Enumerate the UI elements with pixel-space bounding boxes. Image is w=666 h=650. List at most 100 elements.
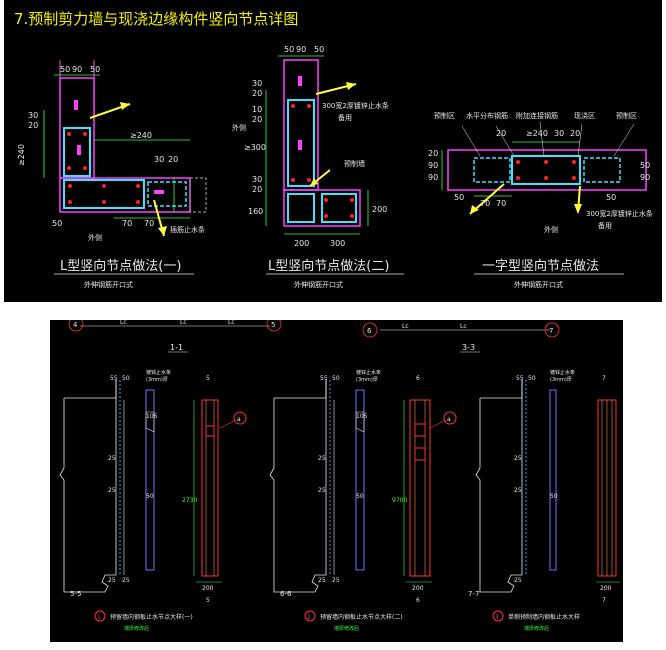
s6-caption-sub: 墙厚修改后 [334, 625, 359, 632]
s6-marker: a [447, 416, 451, 423]
s5-height-dim: 2730 [182, 497, 197, 504]
s6-dim-top-0: 55 [320, 375, 328, 382]
section-6: 55 50 105 50 25 25 25 25 镀锌止水条 (3mm)厚 6 … [269, 369, 457, 632]
caption-i-type: 一字型竖向节点做法 [482, 258, 599, 274]
d3-outer-label: 外侧 [544, 225, 558, 234]
node-detail-panel: 7.预制剪力墙与现浇边缘构件竖向节点详图 [4, 0, 662, 302]
s5-dim-low-1: 25 [108, 577, 116, 584]
d3-dim-side-left-2: 90 [428, 173, 438, 182]
section-7: 55 50 50 25 25 25 镀锌止水条 (3mm)厚 7 7 200 7… [468, 369, 620, 632]
s5-caption: 预留墙内钢板止水节点大样(一) [110, 613, 193, 621]
s6-dim-mid-2: 25 [318, 455, 326, 462]
grid-label-0: Lc [120, 320, 127, 326]
grid-label-3: Lc [402, 323, 409, 330]
d3-dim-top-2: 30 [554, 129, 564, 138]
s6-badge: 2 [307, 614, 311, 621]
d1-outer-label: 外侧 [88, 233, 102, 242]
d3-dim-top-1: ≥240 [526, 129, 548, 138]
sub-caption-l-type-2: 外伸钢筋开口式 [294, 280, 343, 289]
grid-label-1: Lc [180, 320, 187, 326]
s5-caption-sub: 墙厚修改后 [124, 625, 149, 632]
d2-dim-top-2: 50 [314, 45, 324, 54]
head-right: 3-3 [462, 343, 475, 352]
drawing-title: 7.预制剪力墙与现浇边缘构件竖向节点详图 [14, 10, 298, 28]
s7-caption: 单侧预制墙内钢板止水大样 [508, 613, 580, 621]
s5-marker: a [237, 416, 241, 423]
s5-badge: 1 [97, 614, 101, 621]
d2-dim-lower-0: 30 [252, 175, 262, 184]
d1-dim-bottom-2: 70 [144, 219, 154, 228]
s7-tag: 7-7 [468, 590, 479, 598]
d1-dim-left-1: 20 [28, 121, 38, 130]
s7-section-no-bottom: 7 [602, 597, 606, 604]
s6-dim-mid-0: 105 [356, 413, 368, 420]
s5-dim-top-1: 50 [122, 375, 130, 382]
sub-caption-i-type: 外伸钢筋开口式 [514, 280, 563, 289]
d3-dim-side-left-0: 20 [428, 149, 438, 158]
d1-dim-top-2: 50 [90, 65, 100, 74]
caption-l-type-1: L型竖向节点做法(一) [60, 258, 181, 274]
section-5: 55 50 105 50 25 25 25 25 镀锌止水条 (3mm)厚 5 … [59, 369, 247, 632]
d1-dim-top-1: 90 [72, 65, 82, 74]
d2-dim-left-lower-1: 20 [252, 115, 262, 124]
d3-label-3: 现浇区 [574, 111, 595, 120]
d2-dim-lower-1: 20 [252, 185, 262, 194]
s5-bar-dim: 200 [202, 585, 214, 592]
s6-dim-low-1: 25 [318, 577, 326, 584]
d3-label-1: 水平分布钢筋 [466, 111, 508, 120]
d1-dim-top-0: 50 [60, 65, 70, 74]
d2-dim-right: 200 [372, 205, 387, 214]
d3-dim-side-right-0: 50 [640, 161, 650, 170]
s5-dim-mid-1: 50 [146, 493, 154, 500]
s7-dim-mid-0: 50 [550, 493, 558, 500]
s7-dim-top-0: 55 [516, 375, 524, 382]
sub-caption-l-type-1: 外伸钢筋开口式 [84, 280, 133, 289]
d1-dim-bottom-0: 50 [52, 219, 62, 228]
d1-dim-mid-1: 30 [154, 155, 164, 164]
d2-dim-lower-2: 160 [248, 207, 263, 216]
d3-dim-bottom-1: 70 [496, 199, 506, 208]
waterstop-drawing: 4 5 6 7 Lc Lc Lc Lc Lc 1-1 3-3 55 50 105… [59, 320, 620, 632]
d2-dim-bottom-0: 200 [294, 239, 309, 248]
s7-dim-low-0: 25 [514, 487, 522, 494]
grid-circle-0: 4 [73, 321, 78, 329]
s5-dim-mid-2: 25 [108, 455, 116, 462]
s6-strip-sub: (3mm)厚 [356, 377, 378, 383]
s5-tag: 5-5 [70, 590, 81, 598]
d3-dim-top-3: 20 [570, 129, 580, 138]
s6-dim-top-1: 50 [332, 375, 340, 382]
s7-dim-top-1: 50 [528, 375, 536, 382]
grid-label-4: Lc [460, 323, 467, 330]
d3-note: 300宽2厚镀锌止水条 [586, 209, 653, 218]
d2-side-label: 预制墙 [344, 159, 365, 168]
s7-badge: 3 [495, 614, 499, 621]
d3-label-4: 预制区 [616, 111, 637, 120]
d1-dim-bottom-1: 70 [122, 219, 132, 228]
d3-dim-side-right-1: 90 [640, 173, 650, 182]
d2-dim-bottom-1: 300 [330, 239, 345, 248]
s5-dim-low-0: 25 [108, 487, 116, 494]
s5-section-no-bottom: 5 [206, 597, 210, 604]
grid-circle-1: 5 [271, 321, 275, 329]
d3-dim-bottom-0: 70 [480, 199, 490, 208]
d3-dim-top-0: 20 [496, 129, 506, 138]
s6-bar-dim: 200 [412, 585, 424, 592]
d3-dim-left-low: 50 [454, 193, 464, 202]
d3-label-2: 附加连接钢筋 [516, 111, 558, 120]
s5-dim-mid-0: 105 [146, 413, 158, 420]
s7-dim-mid-1: 25 [514, 455, 522, 462]
s5-dim-top-0: 55 [110, 375, 118, 382]
d3-label-0: 预制区 [434, 111, 455, 120]
d1-dim-left-2: ≥240 [17, 144, 26, 166]
d3-dim-right-low: 50 [606, 193, 616, 202]
caption-l-type-2: L型竖向节点做法(二) [268, 258, 389, 274]
s6-strip-label: 镀锌止水条 [356, 369, 381, 376]
d2-dim-left-lower-0: 10 [252, 105, 262, 114]
grid-label-2: Lc [228, 320, 235, 326]
d2-dim-top-1: 90 [296, 45, 306, 54]
d2-dim-left-upper-0: 30 [252, 79, 262, 88]
grid-circle-2: 6 [367, 327, 372, 335]
s5-strip-label: 镀锌止水条 [146, 369, 171, 376]
s7-caption-sub: 墙厚修改后 [524, 625, 549, 632]
d1-dim-left-0: 30 [28, 111, 38, 120]
